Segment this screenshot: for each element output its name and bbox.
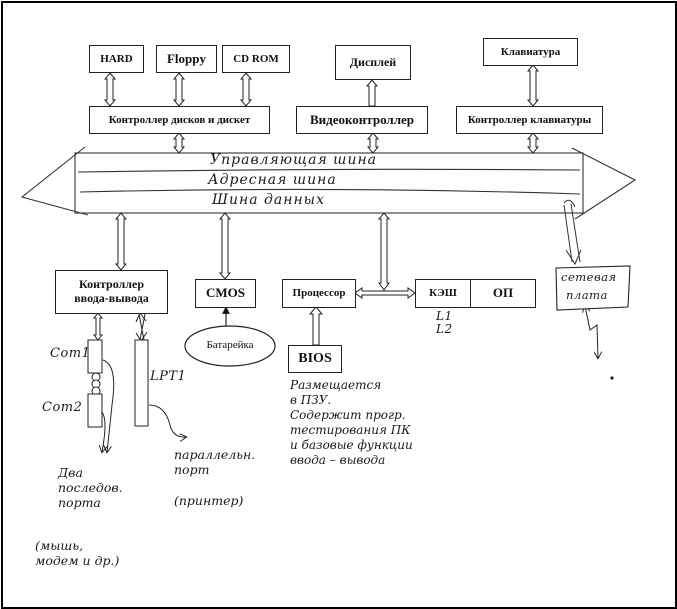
arrow-cdrom-disk-controller [239,72,253,107]
network-card-label-line1: сетевая [561,270,617,284]
cmos-label: CMOS [206,285,245,301]
hard-label: HARD [100,52,133,65]
processor-label: Процессор [292,287,346,300]
bios-box: BIOS [288,345,342,373]
arrow-bus-io-controller [114,212,128,271]
io-controller-label-line2: ввода-вывода [74,291,149,305]
cmos-box: CMOS [195,279,256,308]
keyboard-box: Клавиатура [483,38,578,66]
stray-mark [610,376,614,380]
parallel-port-example-note: (принтер) [174,493,244,508]
lpt1-out-curve [148,404,186,437]
cache-label: КЭШ [429,287,457,300]
cdrom-box: CD ROM [222,45,290,73]
video-controller-label: Видеоконтроллер [309,111,414,127]
lpt1-label: LPT1 [150,369,187,384]
ram-box: ОП [470,279,536,308]
floppy-label: Floppy [166,50,206,66]
data-bus-label: Шина данных [212,192,325,208]
arrow-video-controller-bus [366,132,380,154]
bus-body [74,152,584,214]
network-card-box [555,265,631,311]
com1-label: Com1 [50,346,91,361]
arrow-io-controller-com1 [92,312,104,341]
cache-level-l2: L2 [436,322,453,336]
processor-box: Процессор [282,279,356,308]
network-card-label-line2: плата [566,288,608,302]
bus-left-arrowhead [20,146,89,216]
battery-ellipse [184,325,276,367]
arrow-bus-cmos [218,212,232,280]
floppy-box: Floppy [156,45,217,73]
battery-label: Батарейка [206,339,254,351]
arrow-bus-network-card [563,199,582,266]
keyboard-controller-box: Контроллер клавиатуры [456,106,603,134]
cache-box: КЭШ [415,279,471,308]
bus-divider-1 [77,168,581,173]
io-controller-label-line1: Контроллер [78,277,145,292]
keyboard-controller-label: Контроллер клавиатуры [467,113,592,126]
serial-ports-note: Два последов. порта [58,465,123,510]
arrow-processor-cache [354,287,416,299]
system-bus [20,146,637,220]
arrow-hard-disk-controller [103,72,117,107]
display-label: Дисплей [349,54,397,69]
arrow-keyboard-controller-bus [526,132,540,154]
arrow-video-controller-display [365,79,379,107]
arrow-disk-controller-bus [172,132,186,154]
disk-controller-box: Контроллер дисков и дискет [89,106,270,134]
bus-divider-2 [79,188,581,195]
arrow-keyboard-keyboard-controller [526,64,540,107]
bios-label: BIOS [298,350,332,366]
parallel-port-note: параллельн. порт [174,447,256,477]
com2-port [87,393,103,428]
com1-out-curve [102,359,115,452]
keyboard-label: Клавиатура [500,45,561,58]
cache-level-l1: L1 [436,309,453,323]
ram-label: ОП [492,285,514,301]
bus-right-arrowhead [571,147,637,220]
arrow-io-controller-lpt1 [135,312,148,342]
network-card-link-zigzag [585,306,598,358]
video-controller-box: Видеоконтроллер [296,106,428,134]
com2-label: Com2 [42,400,83,415]
hard-box: HARD [89,45,144,73]
arrow-floppy-disk-controller [172,72,186,107]
serial-ports-examples-note: (мышь, модем и др.) [35,538,120,568]
io-controller-box: Контроллер ввода-вывода [55,270,168,314]
address-bus-label: Адресная шина [208,172,337,188]
lpt1-port [134,339,149,427]
bios-description-note: Размещается в ПЗУ. Содержит прогр. тести… [290,378,413,467]
arrow-bios-processor [308,306,324,346]
disk-controller-label: Контроллер дисков и дискет [108,113,251,126]
display-box: Дисплей [335,45,411,80]
cdrom-label: CD ROM [233,52,279,65]
control-bus-label: Управляющая шина [210,152,378,168]
arrow-bus-processor-link [377,212,391,291]
com2-out-curve [102,411,105,452]
